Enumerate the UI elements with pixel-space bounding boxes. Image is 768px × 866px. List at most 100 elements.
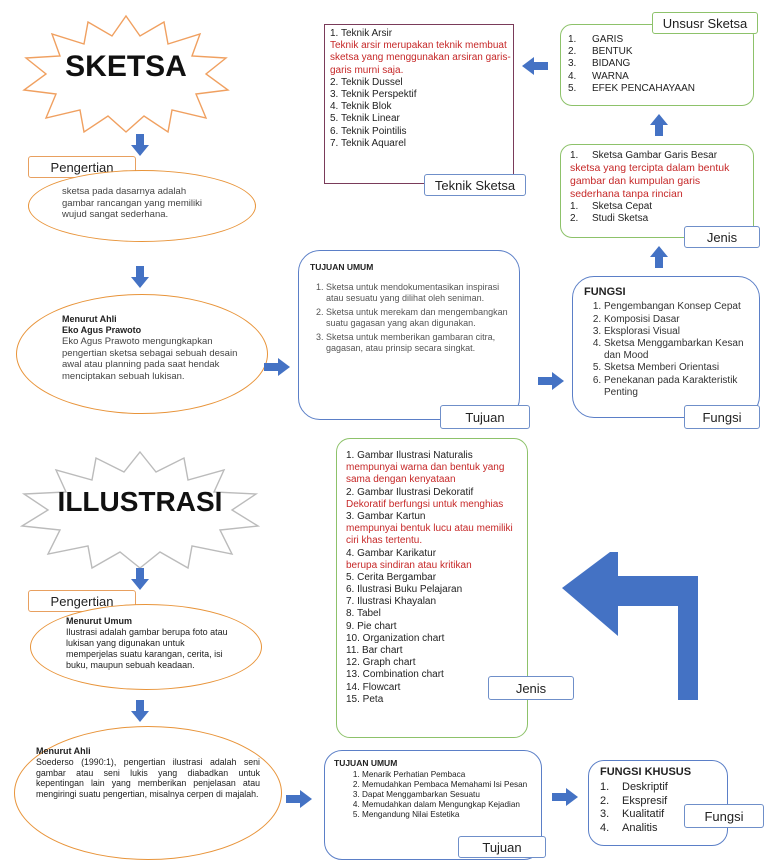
sketsa-jenis-item: 1.Sketsa Gambar Garis Besar (570, 150, 718, 161)
sketsa-teknik-item: 4. Teknik Blok (330, 101, 392, 113)
sketsa-jenis-content: 1.Sketsa Gambar Garis Besar sketsa yang … (570, 150, 752, 225)
ilustrasi-jenis-item: 9. Pie chart (346, 620, 397, 632)
ilustrasi-jenis-item: 1. Gambar Ilustrasi Naturalis (346, 450, 473, 461)
ilustrasi-jenis-item: 12. Graph chart (346, 657, 416, 669)
ilustrasi-jenis-desc: berupa sindiran atau kritikan (346, 559, 472, 571)
sketsa-fungsi-box (572, 276, 760, 418)
ilustrasi-ahli-content: Menurut Ahli Soederso (1990:1), pengerti… (36, 746, 260, 800)
ilustrasi-title: ILLUSTRASI (57, 486, 223, 517)
arrow-up-icon (650, 114, 668, 136)
sketsa-tujuan-content: TUJUAN UMUM Sketsa untuk mendokumentasik… (310, 262, 510, 354)
arrow-right-icon (552, 788, 578, 806)
ilustrasi-tujuan-item: Mengandung Nilai Estetika (362, 810, 538, 820)
ilustrasi-tujuan-item: Memudahkan Pembaca Memahami Isi Pesan (362, 780, 538, 790)
sketsa-jenis-desc: sketsa yang tercipta dalam bentuk gambar… (570, 162, 730, 200)
sketsa-starburst (22, 14, 230, 134)
ilustrasi-jenis-desc: mempunyai warna dan bentuk yang sama den… (346, 462, 505, 486)
sketsa-teknik-item: 2. Teknik Dussel (330, 76, 403, 88)
ilustrasi-ahli-ellipse (14, 726, 282, 860)
sketsa-teknik-item: 1. Teknik Arsir (330, 28, 393, 39)
ilustrasi-ahli-heading: Menurut Ahli (36, 746, 91, 756)
sketsa-title: SKETSA (65, 50, 187, 83)
ilustrasi-jenis-item: 11. Bar chart (346, 645, 403, 656)
sketsa-teknik-item: 7. Teknik Aquarel (330, 137, 406, 149)
sketsa-pengertian-ellipse (28, 170, 256, 242)
ilustrasi-umum-content: Menurut Umum Ilustrasi adalah gambar ber… (66, 616, 236, 671)
sketsa-ahli-content: Menurut Ahli Eko Agus Prawoto Eko Agus P… (62, 314, 242, 382)
arrow-left-icon (522, 57, 548, 75)
sketsa-teknik-content: 1. Teknik Arsir Teknik arsir merupakan t… (330, 28, 512, 150)
ilustrasi-jenis-item: 5. Cerita Bergambar (346, 571, 437, 583)
ilustrasi-ahli-text: Soederso (1990:1), pengertian ilustrasi … (36, 756, 260, 800)
arrow-right-icon (538, 372, 564, 390)
sketsa-fungsi-tag: Fungsi (684, 405, 760, 429)
ilustrasi-tujuan-item: Dapat Menggambarkan Sesuatu (362, 790, 538, 800)
sketsa-teknik-item: 3. Teknik Perspektif (330, 88, 417, 100)
sketsa-pengertian-text: sketsa pada dasarnya adalah gambar ranca… (62, 186, 202, 221)
ilustrasi-fungsi-item: 1.Deskriptif (600, 781, 668, 794)
sketsa-fungsi-heading: FUNGSI (584, 286, 626, 298)
arrow-right-icon (286, 790, 312, 808)
ilustrasi-jenis-tag: Jenis (488, 676, 574, 700)
arrow-up-icon (650, 246, 668, 268)
sketsa-ahli-ellipse (16, 294, 268, 414)
ilustrasi-fungsi-tag: Fungsi (684, 804, 764, 828)
ilustrasi-fungsi-box (588, 760, 728, 846)
sketsa-fungsi-item: Sketsa Memberi Orientasi (604, 362, 756, 374)
ilustrasi-jenis-item: 7. Ilustrasi Khayalan (346, 596, 437, 608)
ilustrasi-tujuan-item: Menarik Perhatian Pembaca (362, 770, 538, 780)
sketsa-unsur-item: 1.GARIS (568, 34, 624, 45)
sketsa-unsur-tag: Unsusr Sketsa (652, 12, 758, 34)
sketsa-fungsi-item: Pengembangan Konsep Cepat (604, 301, 756, 313)
ilustrasi-umum-heading: Menurut Umum (66, 616, 132, 626)
big-bent-arrow-icon (562, 552, 698, 700)
ilustrasi-jenis-item: 13. Combination chart (346, 669, 444, 681)
sketsa-teknik-item: 5. Teknik Linear (330, 113, 400, 125)
ilustrasi-jenis-desc: mempunyai bentuk lucu atau memiliki ciri… (346, 523, 513, 547)
ilustrasi-umum-ellipse (30, 604, 262, 690)
sketsa-unsur-list: 1.GARIS 2.BENTUK 3.BIDANG 4.WARNA 5.EFEK… (568, 34, 748, 95)
sketsa-jenis-box (560, 144, 754, 238)
sketsa-tujuan-item: Sketsa untuk mendokumentasikan inspirasi… (326, 282, 510, 304)
arrow-right-icon (264, 358, 290, 376)
ilustrasi-fungsi-item: 4.Analitis (600, 821, 658, 834)
sketsa-tujuan-heading: TUJUAN UMUM (310, 262, 374, 272)
ilustrasi-jenis-content: 1. Gambar Ilustrasi Naturalis mempunyai … (346, 450, 526, 706)
sketsa-jenis-tag: Jenis (684, 226, 760, 248)
ilustrasi-fungsi-content: FUNGSI KHUSUS 1.Deskriptif 2.Ekspresif 3… (600, 766, 726, 835)
arrow-down-icon (131, 568, 149, 590)
sketsa-unsur-item: 3.BIDANG (568, 58, 631, 70)
arrow-down-icon (131, 134, 149, 156)
ilustrasi-jenis-desc: Dekoratif berfungsi untuk menghias (346, 498, 504, 510)
sketsa-unsur-item: 2.BENTUK (568, 46, 633, 58)
sketsa-teknik-item: 6. Teknik Pointilis (330, 125, 407, 137)
sketsa-ahli-name: Eko Agus Prawoto (62, 324, 142, 335)
sketsa-tujuan-item: Sketsa untuk memberikan gambaran citra, … (326, 332, 510, 354)
sketsa-teknik-desc: Teknik arsir merupakan teknik membuat sk… (330, 40, 511, 76)
ilustrasi-fungsi-heading: FUNGSI KHUSUS (600, 766, 692, 778)
arrow-down-icon (131, 700, 149, 722)
ilustrasi-jenis-item: 15. Peta (346, 693, 384, 705)
sketsa-jenis-item: 2.Studi Sketsa (570, 212, 649, 224)
sketsa-fungsi-item: Komposisi Dasar (604, 314, 756, 326)
ilustrasi-umum-text: Ilustrasi adalah gambar berupa foto atau… (66, 626, 228, 670)
sketsa-tujuan-item: Sketsa untuk merekam dan mengembangkan s… (326, 307, 510, 329)
ilustrasi-jenis-item: 10. Organization chart (346, 632, 445, 644)
ilustrasi-fungsi-item: 2.Ekspresif (600, 794, 668, 807)
sketsa-ahli-text: Eko Agus Prawoto mengungkapkan pengertia… (62, 335, 238, 382)
sketsa-tujuan-tag: Tujuan (440, 405, 530, 429)
sketsa-fungsi-content: FUNGSI Pengembangan Konsep Cepat Komposi… (584, 286, 756, 399)
sketsa-tujuan-box (298, 250, 520, 420)
ilustrasi-tujuan-content: TUJUAN UMUM Menarik Perhatian Pembaca Me… (334, 758, 538, 820)
sketsa-ahli-heading: Menurut Ahli (62, 314, 117, 324)
ilustrasi-jenis-item: 3. Gambar Kartun (346, 510, 426, 522)
ilustrasi-jenis-item: 6. Ilustrasi Buku Pelajaran (346, 584, 463, 596)
ilustrasi-jenis-item: 8. Tabel (346, 608, 381, 620)
sketsa-teknik-tag: Teknik Sketsa (424, 174, 526, 196)
ilustrasi-jenis-item: 2. Gambar Ilustrasi Dekoratif (346, 486, 474, 498)
sketsa-unsur-item: 5.EFEK PENCAHAYAAN (568, 82, 695, 94)
sketsa-unsur-item: 4.WARNA (568, 70, 629, 82)
sketsa-fungsi-item: Eksplorasi Visual (604, 326, 756, 338)
sketsa-jenis-item: 1.Sketsa Cepat (570, 200, 653, 212)
arrow-down-icon (131, 266, 149, 288)
